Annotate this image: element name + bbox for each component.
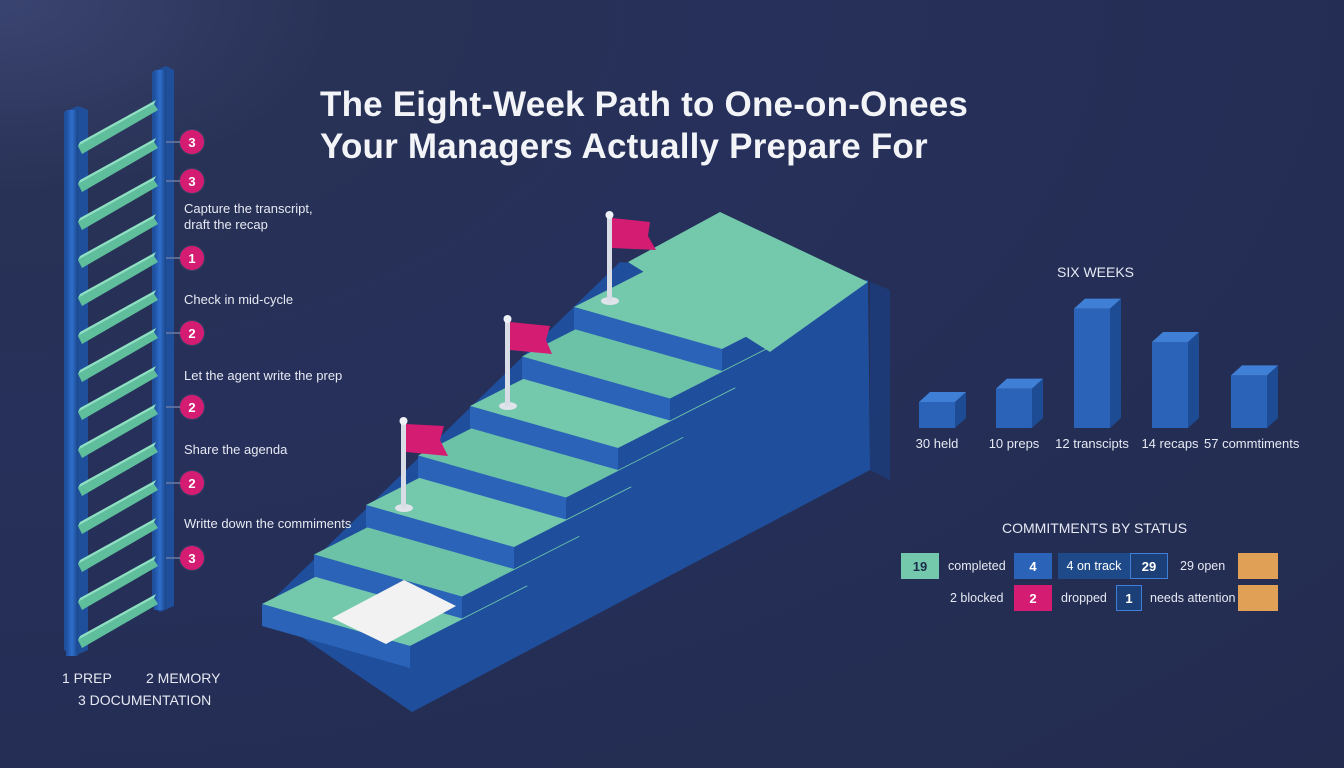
ladder-rung bbox=[78, 252, 158, 306]
badge-connectors bbox=[166, 141, 180, 559]
status-blocked-label: 2 blocked bbox=[950, 591, 1004, 605]
flag-2 bbox=[499, 315, 552, 410]
ladder bbox=[64, 66, 174, 656]
ladder-rung bbox=[78, 138, 158, 192]
bar-label: 14 recaps bbox=[1141, 436, 1199, 451]
status-dropped-box: 2 bbox=[1014, 585, 1052, 611]
bar-label: 30 held bbox=[915, 436, 959, 451]
status-orange-box-1 bbox=[1238, 553, 1278, 579]
status-heading: COMMITMENTS BY STATUS bbox=[1002, 520, 1188, 536]
step-count-badge: 3 bbox=[180, 546, 204, 570]
bar-label: 57 commtiments bbox=[1204, 436, 1300, 451]
step-count-badge: 3 bbox=[180, 130, 204, 154]
ladder-rung bbox=[78, 100, 158, 154]
step-label-agenda: Share the agenda bbox=[184, 442, 288, 457]
flags bbox=[395, 211, 656, 512]
ladder-rung bbox=[78, 328, 158, 382]
status-open-box: 29 bbox=[1130, 553, 1168, 579]
stair-step bbox=[628, 212, 868, 372]
page-title: The Eight-Week Path to One-on-Onees Your… bbox=[320, 84, 1040, 168]
ladder-rung bbox=[78, 556, 158, 610]
ladder-rung bbox=[78, 480, 158, 534]
step-label-checkin: Check in mid-cycle bbox=[184, 292, 294, 307]
step-label-prep: Let the agent write the prep bbox=[184, 368, 343, 383]
step-count-badge: 2 bbox=[180, 321, 204, 345]
ladder-rung bbox=[78, 366, 158, 420]
bar-chart bbox=[919, 298, 1278, 428]
bar bbox=[1152, 332, 1199, 428]
bar-label: 12 transcipts bbox=[1055, 436, 1129, 451]
bar bbox=[1074, 298, 1121, 428]
status-on-track-label: 4 on track bbox=[1058, 553, 1130, 579]
ladder-rung bbox=[78, 214, 158, 268]
legend-memory: 2 MEMORY bbox=[146, 670, 221, 686]
flag-1 bbox=[395, 417, 448, 512]
chart-title: SIX WEEKS bbox=[1057, 264, 1135, 280]
legend-prep: 1 PREP bbox=[62, 670, 112, 686]
status-attention-box: 1 bbox=[1116, 585, 1142, 611]
ladder-rung bbox=[78, 442, 158, 496]
ladder-rung bbox=[78, 518, 158, 572]
status-completed-label: completed bbox=[948, 559, 1006, 573]
title-line-1: The Eight-Week Path to One-on-Onees bbox=[320, 85, 969, 124]
status-completed-box: 19 bbox=[901, 553, 939, 579]
step-count-badge: 2 bbox=[180, 471, 204, 495]
legend-documentation: 3 DOCUMENTATION bbox=[78, 692, 212, 708]
step-count-badge: 2 bbox=[180, 395, 204, 419]
ladder-rungs bbox=[78, 100, 158, 648]
status-attention-label: needs attention bbox=[1150, 591, 1236, 605]
staircase bbox=[262, 212, 890, 712]
step-label-commitments: Writte down the commiments bbox=[184, 516, 352, 531]
flag-3 bbox=[601, 211, 656, 305]
status-dropped-label: dropped bbox=[1061, 591, 1107, 605]
step-label-capture-2: draft the recap bbox=[184, 217, 268, 232]
title-line-2: Your Managers Actually Prepare For bbox=[320, 127, 928, 166]
bar bbox=[1231, 365, 1278, 428]
step-label-capture-1: Capture the transcript, bbox=[184, 201, 313, 216]
ladder-rung bbox=[78, 290, 158, 344]
ladder-rung bbox=[78, 404, 158, 458]
step-count-badge: 1 bbox=[180, 246, 204, 270]
status-orange-box-2 bbox=[1238, 585, 1278, 611]
ladder-right-rail bbox=[154, 70, 166, 610]
status-on-track-box: 4 bbox=[1014, 553, 1052, 579]
status-open-label: 29 open bbox=[1180, 559, 1226, 573]
step-count-badge: 3 bbox=[180, 169, 204, 193]
bar-label: 10 preps bbox=[988, 436, 1040, 451]
ladder-left-rail bbox=[66, 110, 78, 656]
ladder-rung bbox=[78, 176, 158, 230]
bar bbox=[996, 378, 1043, 428]
ladder-rung bbox=[78, 594, 158, 648]
paper-sheet bbox=[332, 580, 456, 644]
bar bbox=[919, 392, 966, 428]
